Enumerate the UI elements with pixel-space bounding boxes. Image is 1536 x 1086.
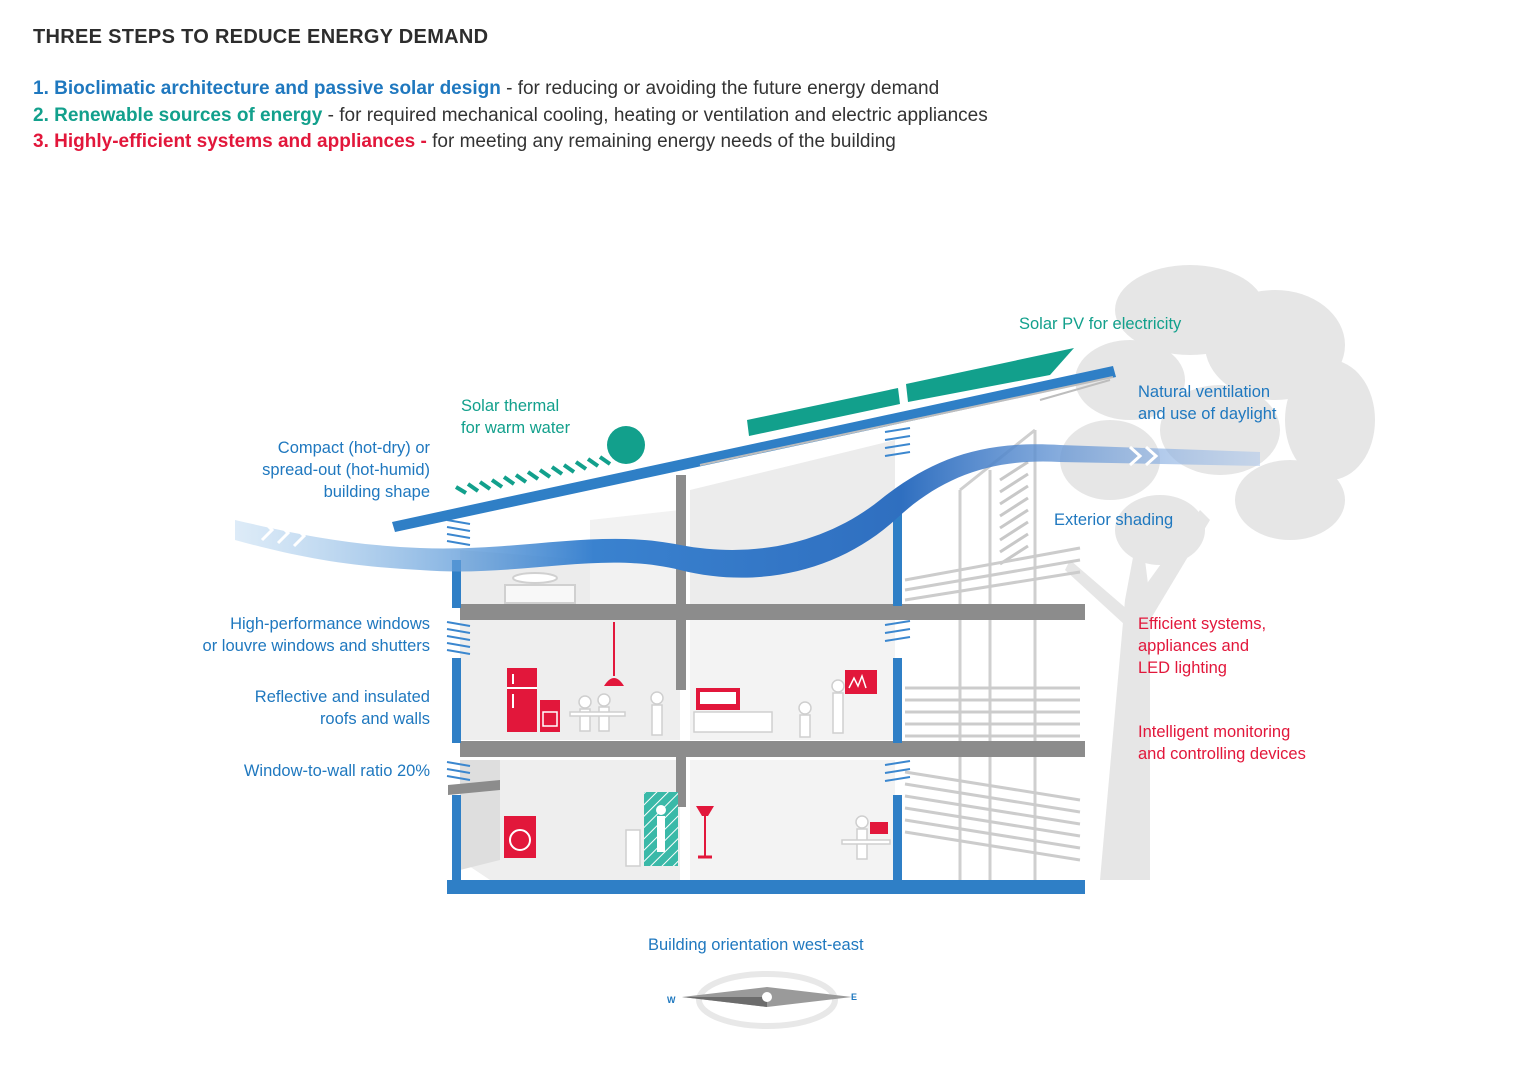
efficient-systems-line-3: LED lighting	[1138, 659, 1227, 677]
west-wall-middle	[452, 658, 461, 743]
natural-ventilation-line-1: Natural ventilation	[1138, 383, 1271, 401]
solar-thermal-line-1: Solar thermal	[461, 397, 560, 415]
west-overhang	[448, 780, 500, 795]
television-icon	[693, 688, 773, 733]
building-shape-line-3: building shape	[323, 483, 430, 501]
louvres-top	[999, 460, 1029, 566]
roofs-walls-line-2: roofs and walls	[319, 710, 430, 728]
balustrade-lower	[904, 770, 1081, 862]
windows-line-1: High-performance windows	[230, 615, 430, 633]
monitoring-line-2: and controlling devices	[1138, 745, 1306, 763]
balustrade-middle	[905, 686, 1080, 738]
interior-wall-top	[676, 475, 686, 605]
water-heater	[625, 829, 641, 867]
step-1: 1. Bioclimatic architecture and passive …	[33, 76, 988, 103]
exterior-shading-label: Exterior shading	[1054, 511, 1174, 529]
compass-east: E	[851, 992, 857, 1002]
efficient-systems-line-1: Efficient systems,	[1138, 615, 1267, 633]
pendant-lamp-icon	[604, 622, 624, 686]
refrigerator-icon	[507, 668, 537, 732]
east-wall-lower	[893, 795, 902, 881]
roofs-walls-line-1: Reflective and insulated	[254, 688, 430, 706]
compass	[682, 971, 852, 1029]
page-title: THREE STEPS TO REDUCE ENERGY DEMAND	[33, 26, 489, 48]
solar-thermal-label: Solar thermal for warm water	[461, 395, 570, 439]
roof-support	[1039, 379, 1111, 401]
step-2: 2. Renewable sources of energy - for req…	[33, 103, 988, 130]
floor-lamp-icon	[696, 806, 714, 859]
exterior-shading-frame	[958, 428, 1037, 880]
upper-floor-slab	[460, 604, 1085, 620]
step-2-separator: -	[322, 104, 340, 126]
solar-pv-label: Solar PV for electricity	[1019, 315, 1182, 333]
interior-wall-mid	[676, 620, 686, 690]
middle-floor-slab	[460, 741, 1085, 757]
step-3: 3. Highly-efficient systems and applianc…	[33, 129, 988, 156]
stove-icon	[540, 700, 560, 732]
natural-ventilation-label: Natural ventilation and use of daylight	[1138, 381, 1277, 425]
step-1-separator: -	[500, 78, 518, 99]
east-window-louvres	[884, 427, 911, 782]
step-1-description: for reducing or avoiding the future ener…	[517, 78, 940, 99]
step-3-description: for meeting any remaining energy needs o…	[432, 131, 896, 152]
solar-pv-panels	[747, 348, 1074, 436]
roof	[392, 366, 1116, 532]
efficient-systems-line-2: appliances and	[1138, 637, 1250, 655]
step-2-description: for required mechanical cooling, heating…	[339, 104, 988, 126]
airflow-stream	[235, 444, 1260, 578]
west-wall-lower	[452, 795, 461, 885]
windows-line-2: or louvre windows and shutters	[202, 637, 430, 655]
building-shape-line-2: spread-out (hot-humid)	[262, 461, 430, 479]
building-shape-label: Compact (hot-dry) or spread-out (hot-hum…	[262, 437, 430, 503]
upper-floor-bed	[504, 572, 576, 604]
monitoring-display-icon	[845, 670, 877, 694]
step-2-number: 2.	[33, 104, 49, 126]
step-3-number: 3.	[33, 131, 49, 152]
monitoring-line-1: Intelligent monitoring	[1138, 723, 1291, 741]
airflow-arrows-right	[1128, 445, 1159, 467]
windows-label: High-performance windows or louvre windo…	[203, 613, 430, 657]
solar-thermal-collector	[454, 426, 645, 495]
efficient-systems-label: Efficient systems, appliances and LED li…	[1138, 613, 1266, 679]
west-wall-upper	[452, 560, 461, 608]
desk-lamp-icon	[870, 822, 888, 834]
tree-silhouette	[1060, 265, 1375, 880]
dining-people	[569, 691, 664, 736]
living-people	[798, 679, 845, 738]
step-3-name: Highly-efficient systems and appliances	[54, 131, 416, 152]
washing-machine-icon	[504, 816, 536, 858]
roofs-walls-label: Reflective and insulated roofs and walls	[255, 686, 430, 730]
airflow-arrows-left	[260, 518, 307, 548]
interior-wall-low	[676, 757, 686, 807]
shower-cabin	[644, 792, 678, 866]
solar-thermal-line-2: for warm water	[461, 419, 571, 437]
natural-ventilation-line-2: and use of daylight	[1138, 405, 1277, 423]
window-wall-ratio-label: Window-to-wall ratio 20%	[243, 762, 430, 780]
ground-floor-slab	[447, 880, 1085, 894]
step-1-number: 1.	[33, 78, 49, 99]
building-shape-line-1: Compact (hot-dry) or	[277, 439, 430, 457]
orientation-label: Building orientation west-east	[648, 936, 864, 954]
balustrade-upper	[904, 546, 1081, 602]
step-3-separator: -	[415, 131, 433, 152]
roof-underside	[699, 376, 1114, 466]
compass-west: W	[667, 995, 676, 1005]
step-1-name: Bioclimatic architecture and passive sol…	[54, 78, 501, 99]
east-wall-upper	[893, 500, 902, 606]
desk-person	[841, 815, 891, 860]
west-window-louvres	[446, 519, 471, 781]
steps-list: 1. Bioclimatic architecture and passive …	[33, 76, 988, 156]
monitoring-label: Intelligent monitoring and controlling d…	[1138, 721, 1306, 765]
east-wall-middle	[893, 658, 902, 743]
step-2-name: Renewable sources of energy	[54, 104, 323, 126]
